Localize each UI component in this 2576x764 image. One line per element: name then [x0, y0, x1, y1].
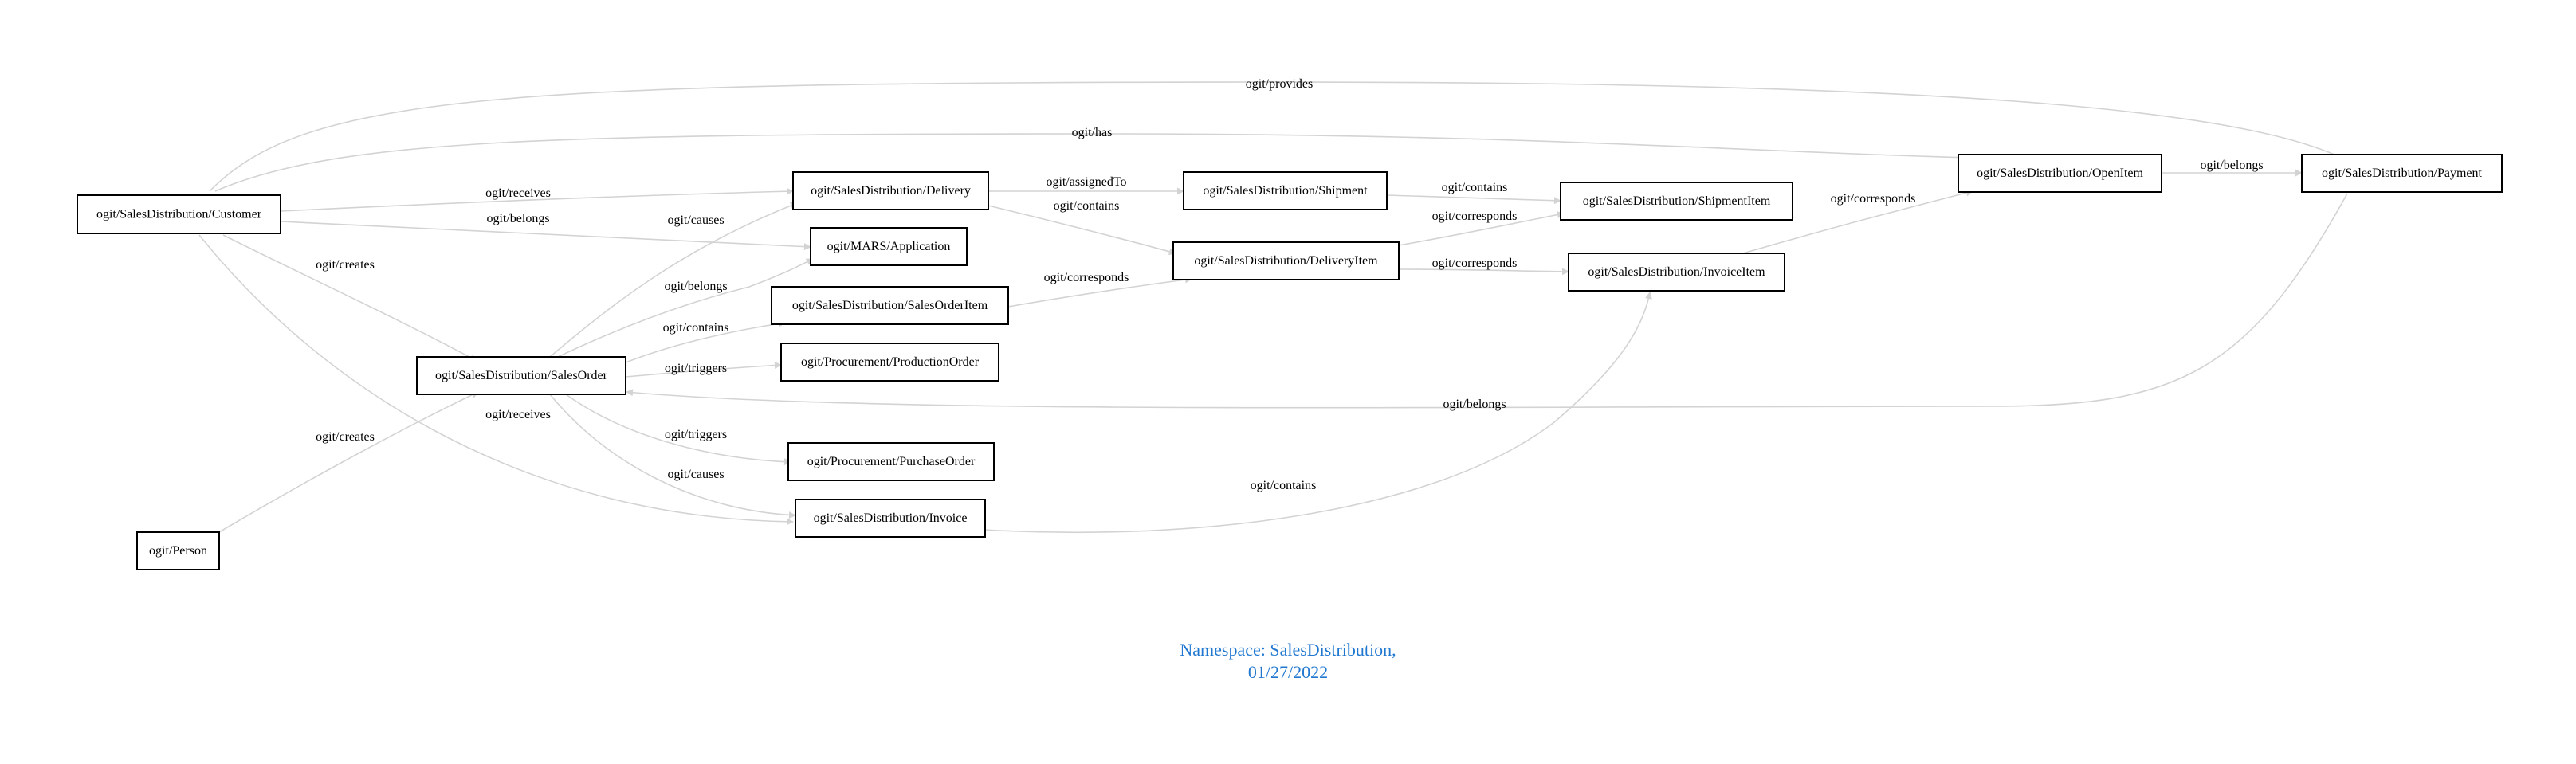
edge-label-corresponds-shipmentitem: ogit/corresponds — [1432, 210, 1518, 223]
edge-deliveryitem-corresponds-shipmentitem: ogit/corresponds — [1398, 210, 1565, 246]
edge-label-triggers-purchase: ogit/triggers — [665, 428, 727, 441]
edge-label-person-creates: ogit/creates — [316, 430, 375, 444]
node-label-delivery: ogit/SalesDistribution/Delivery — [811, 184, 971, 198]
node-productionorder: ogit/Procurement/ProductionOrder — [780, 343, 999, 382]
edge-so-belongs-application: ogit/belongs — [557, 258, 814, 358]
edge-label-contains-soitem: ogit/contains — [663, 321, 729, 335]
node-label-salesorderitem: ogit/SalesDistribution/SalesOrderItem — [792, 299, 988, 312]
edge-person-creates-salesorder: ogit/creates — [218, 391, 479, 533]
edge-label-triggers-production: ogit/triggers — [665, 362, 727, 375]
edge-invoiceitem-corresponds-openitem: ogit/corresponds — [1737, 189, 1973, 256]
node-label-productionorder: ogit/Procurement/ProductionOrder — [801, 355, 980, 369]
node-salesorder: ogit/SalesDistribution/SalesOrder — [416, 356, 626, 395]
edge-label-payment-belongs: ogit/belongs — [1443, 398, 1506, 411]
edge-label-belongs-application: ogit/belongs — [486, 212, 549, 225]
edge-label-creates-salesorder: ogit/creates — [316, 258, 375, 272]
node-label-shipmentitem: ogit/SalesDistribution/ShipmentItem — [1583, 194, 1771, 208]
edge-customer-receives-invoice: ogit/receives — [198, 234, 794, 526]
edge-so-triggers-purchase: ogit/triggers — [565, 394, 791, 466]
node-shipment: ogit/SalesDistribution/Shipment — [1183, 171, 1388, 210]
edge-label-provides: ogit/provides — [1246, 77, 1313, 91]
edge-so-contains-soitem: ogit/contains — [625, 319, 786, 363]
node-shipmentitem: ogit/SalesDistribution/ShipmentItem — [1560, 182, 1793, 221]
edge-label-so-belongs-application: ogit/belongs — [664, 280, 727, 293]
node-customer: ogit/SalesDistribution/Customer — [77, 194, 281, 234]
edge-so-triggers-production: ogit/triggers — [625, 362, 782, 378]
edge-so-causes-invoice: ogit/causes — [549, 394, 796, 519]
footer-date: 01/27/2022 — [1248, 662, 1328, 682]
edge-provides: ogit/provides — [209, 77, 2360, 192]
edge-label-causes-invoice: ogit/causes — [667, 468, 724, 481]
edge-label-soitem-corresponds: ogit/corresponds — [1044, 271, 1129, 284]
footer-namespace: Namespace: SalesDistribution, — [1180, 640, 1396, 660]
node-label-salesorder: ogit/SalesDistribution/SalesOrder — [435, 369, 608, 382]
node-label-payment: ogit/SalesDistribution/Payment — [2322, 167, 2482, 180]
edge-label-receives-delivery: ogit/receives — [485, 186, 551, 200]
edge-label-has: ogit/has — [1072, 126, 1113, 139]
edge-delivery-assignedto-shipment: ogit/assignedTo — [988, 175, 1184, 195]
edge-label-invoiceitem-corresponds: ogit/corresponds — [1831, 192, 1916, 206]
node-payment: ogit/SalesDistribution/Payment — [2301, 154, 2503, 193]
node-label-purchaseorder: ogit/Procurement/PurchaseOrder — [807, 455, 976, 468]
edge-shipment-contains-shipmentitem: ogit/contains — [1386, 181, 1561, 205]
node-label-openitem: ogit/SalesDistribution/OpenItem — [1977, 167, 2143, 180]
node-label-shipment: ogit/SalesDistribution/Shipment — [1203, 184, 1368, 198]
edge-label-assignedto: ogit/assignedTo — [1046, 175, 1126, 189]
node-deliveryitem: ogit/SalesDistribution/DeliveryItem — [1172, 241, 1400, 280]
node-openitem: ogit/SalesDistribution/OpenItem — [1958, 154, 2162, 193]
node-invoice: ogit/SalesDistribution/Invoice — [795, 499, 986, 538]
edge-has: ogit/has — [214, 126, 1969, 192]
node-label-deliveryitem: ogit/SalesDistribution/DeliveryItem — [1194, 254, 1378, 268]
edge-label-receives-invoice: ogit/receives — [485, 408, 551, 421]
edge-soitem-corresponds-deliveryitem: ogit/corresponds — [1007, 271, 1192, 308]
edge-deliveryitem-corresponds-invoiceitem: ogit/corresponds — [1398, 257, 1569, 276]
node-label-invoiceitem: ogit/SalesDistribution/InvoiceItem — [1588, 265, 1765, 279]
edge-customer-belongs-application: ogit/belongs — [280, 212, 811, 251]
edge-label-delivery-contains: ogit/contains — [1054, 199, 1120, 213]
edge-label-openitem-belongs: ogit/belongs — [2200, 159, 2263, 172]
node-delivery: ogit/SalesDistribution/Delivery — [792, 171, 989, 210]
edge-label-causes-delivery: ogit/causes — [667, 214, 724, 227]
node-application: ogit/MARS/Application — [810, 227, 968, 266]
node-label-person: ogit/Person — [149, 544, 207, 558]
edge-payment-belongs-salesorder: ogit/belongs — [626, 193, 2348, 411]
node-label-customer: ogit/SalesDistribution/Customer — [96, 208, 262, 221]
node-salesorderitem: ogit/SalesDistribution/SalesOrderItem — [771, 286, 1009, 325]
node-invoiceitem: ogit/SalesDistribution/InvoiceItem — [1568, 253, 1785, 292]
node-label-application: ogit/MARS/Application — [827, 240, 951, 253]
node-label-invoice: ogit/SalesDistribution/Invoice — [814, 511, 968, 525]
edge-invoice-contains-invoiceitem: ogit/contains — [984, 292, 1652, 534]
edge-openitem-belongs-payment: ogit/belongs — [2162, 159, 2303, 177]
edge-so-causes-delivery: ogit/causes — [549, 202, 798, 358]
edge-customer-creates-salesorder: ogit/creates — [222, 234, 477, 362]
edge-delivery-contains-deliveryitem: ogit/contains — [988, 199, 1176, 256]
node-purchaseorder: ogit/Procurement/PurchaseOrder — [787, 442, 995, 481]
edge-label-invoice-contains: ogit/contains — [1251, 479, 1317, 492]
edge-customer-receives-delivery: ogit/receives — [280, 186, 794, 212]
edge-label-corresponds-invoiceitem: ogit/corresponds — [1432, 257, 1518, 270]
edge-label-shipment-contains: ogit/contains — [1442, 181, 1508, 194]
node-person: ogit/Person — [136, 531, 220, 570]
